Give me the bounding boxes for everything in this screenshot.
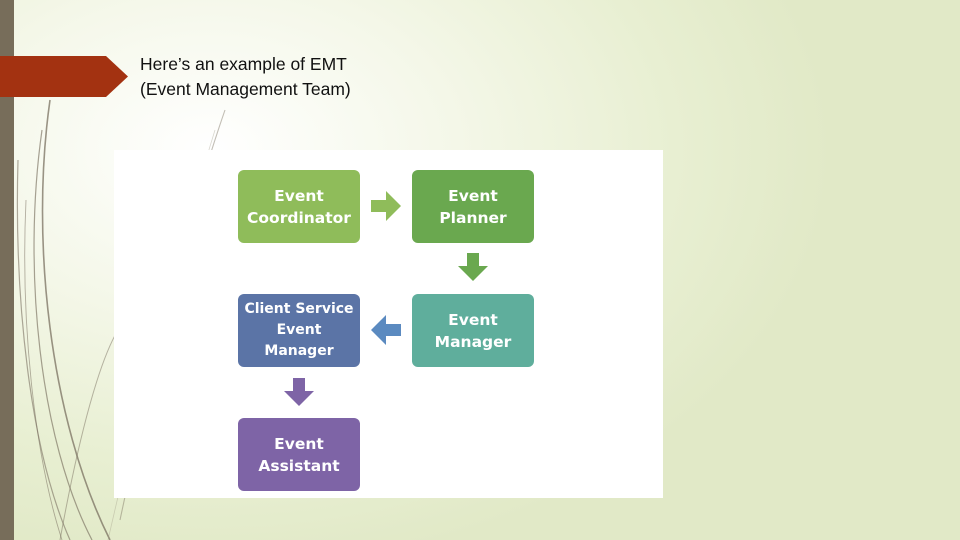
emt-diagram-panel: Event Coordinator Event Planner Client S… [114, 150, 663, 498]
flow-arrow-left [371, 315, 401, 345]
left-accent-bar [0, 0, 14, 540]
node-label-line: Manager [264, 343, 334, 359]
node-label-line: Event [276, 322, 322, 338]
flow-arrow-down [458, 253, 488, 281]
slide-title: Here’s an example of EMT (Event Manageme… [140, 52, 351, 102]
node-label-line: Event [448, 310, 498, 329]
red-ribbon-arrow [0, 56, 128, 97]
swoosh-line [41, 99, 111, 540]
red-ribbon-shape [0, 56, 128, 97]
node-event-planner: Event Planner [412, 170, 534, 243]
slide-title-line-1: Here’s an example of EMT [140, 54, 347, 74]
node-label-line: Event [448, 186, 498, 205]
node-client-service-event-manager: Client Service Event Manager [238, 294, 360, 367]
swoosh-line [59, 329, 119, 540]
node-label-line: Coordinator [247, 208, 351, 227]
node-label-line: Manager [434, 332, 512, 351]
node-event-coordinator: Event Coordinator [238, 170, 360, 243]
node-label-line: Event [274, 434, 324, 453]
swoosh-line [33, 129, 93, 540]
node-event-assistant: Event Assistant [238, 418, 360, 491]
node-label-line: Event [274, 186, 324, 205]
node-label-line: Client Service [244, 301, 354, 317]
swoosh-line [16, 159, 71, 540]
node-event-manager: Event Manager [412, 294, 534, 367]
flow-arrow-right [371, 191, 401, 221]
node-label-line: Planner [439, 208, 507, 227]
slide-title-line-2: (Event Management Team) [140, 79, 351, 99]
flow-arrow-down [284, 378, 314, 406]
node-label-line: Assistant [258, 456, 340, 475]
swoosh-line [24, 199, 63, 540]
